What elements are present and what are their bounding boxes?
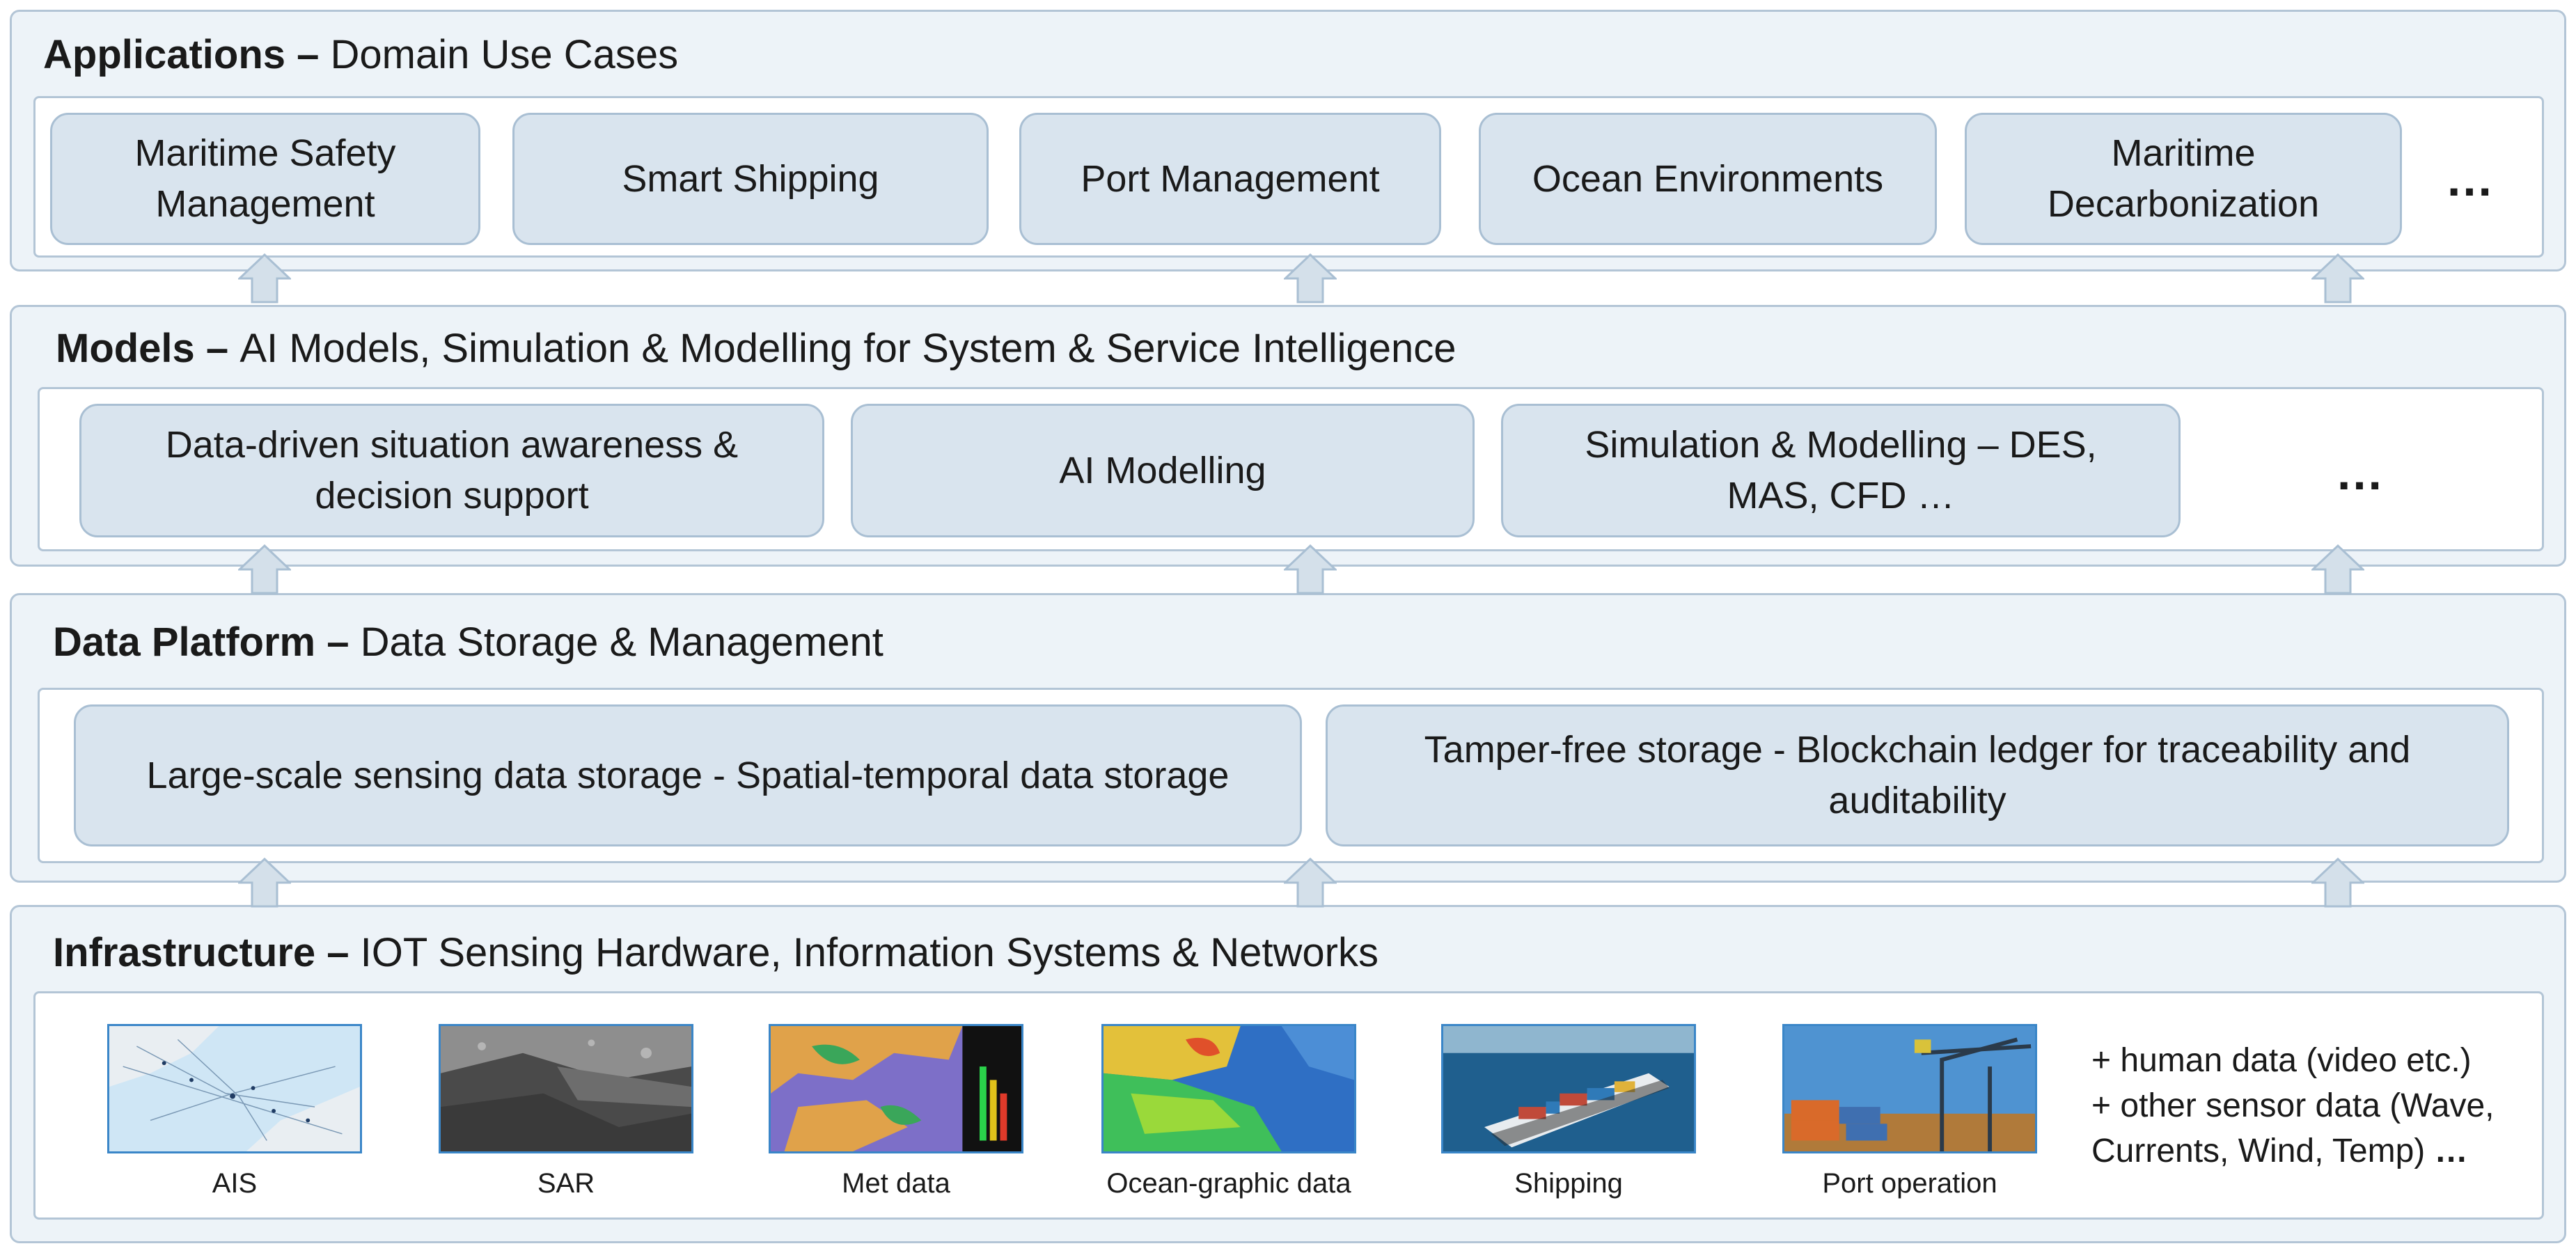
model-box-situation-awareness: Data-driven situation awareness & decisi…: [79, 404, 824, 537]
data-platform-subtitle: Data Storage & Management: [360, 620, 883, 665]
infrastructure-title: Infrastructure: [53, 930, 316, 975]
data-box-tamper-free-storage: Tamper-free storage - Blockchain ledger …: [1326, 704, 2509, 846]
app-box-maritime-decarbonization: Maritime Decarbonization: [1965, 113, 2402, 245]
additional-data-sources-text: + human data (video etc.) + other sensor…: [2091, 1039, 2495, 1174]
applications-layer-title: Applications – Domain Use Cases: [43, 32, 679, 77]
infrastructure-subtitle: IOT Sensing Hardware, Information System…: [360, 930, 1379, 975]
app-box-smart-shipping: Smart Shipping: [512, 113, 989, 245]
up-arrow-icon: [2311, 544, 2364, 594]
up-arrow-icon: [2311, 858, 2364, 908]
up-arrow-icon: [238, 544, 291, 594]
up-arrow-icon: [1284, 253, 1337, 304]
models-more-ellipsis: …: [2335, 446, 2389, 500]
app-box-maritime-safety: Maritime Safety Management: [50, 113, 480, 245]
model-box-ai-modelling: AI Modelling: [851, 404, 1475, 537]
applications-title: Applications: [43, 32, 286, 77]
models-subtitle: AI Models, Simulation & Modelling for Sy…: [239, 326, 1456, 371]
container-ship-photo: [1441, 1024, 1696, 1153]
ais-map-image: [107, 1024, 362, 1153]
applications-more-ellipsis: …: [2445, 152, 2499, 206]
app-box-ocean-environments: Ocean Environments: [1479, 113, 1937, 245]
sar-caption: SAR: [537, 1168, 595, 1199]
port-crane-photo: [1782, 1024, 2037, 1153]
data-platform-title: Data Platform: [53, 620, 316, 665]
met-data-caption: Met data: [842, 1168, 950, 1199]
shipping-caption: Shipping: [1514, 1168, 1623, 1199]
models-title: Models: [56, 326, 195, 371]
ais-caption: AIS: [212, 1168, 258, 1199]
infrastructure-layer-title: Infrastructure – IOT Sensing Hardware, I…: [53, 930, 1379, 975]
data-platform-layer-title: Data Platform – Data Storage & Managemen…: [53, 620, 883, 665]
met-weather-map-image: [769, 1024, 1023, 1153]
ocean-graphic-caption: Ocean-graphic data: [1106, 1168, 1351, 1199]
app-box-port-management: Port Management: [1019, 113, 1441, 245]
sar-radar-image: [439, 1024, 693, 1153]
sensor-types-line: Currents, Wind, Temp) …: [2091, 1132, 2468, 1169]
data-box-large-scale-storage: Large-scale sensing data storage - Spati…: [74, 704, 1302, 846]
up-arrow-icon: [238, 858, 291, 908]
models-layer-title: Models – AI Models, Simulation & Modelli…: [56, 326, 1456, 371]
human-data-line: + human data (video etc.): [2091, 1042, 2472, 1079]
model-box-simulation-modelling: Simulation & Modelling – DES, MAS, CFD …: [1501, 404, 2181, 537]
up-arrow-icon: [238, 253, 291, 304]
applications-subtitle: Domain Use Cases: [330, 32, 679, 77]
up-arrow-icon: [1284, 858, 1337, 908]
up-arrow-icon: [2311, 253, 2364, 304]
up-arrow-icon: [1284, 544, 1337, 594]
port-operation-caption: Port operation: [1822, 1168, 1997, 1199]
sensor-more-ellipsis: …: [2434, 1132, 2468, 1169]
ocean-graphic-map-image: [1101, 1024, 1356, 1153]
other-sensor-data-line: + other sensor data (Wave,: [2091, 1087, 2495, 1124]
